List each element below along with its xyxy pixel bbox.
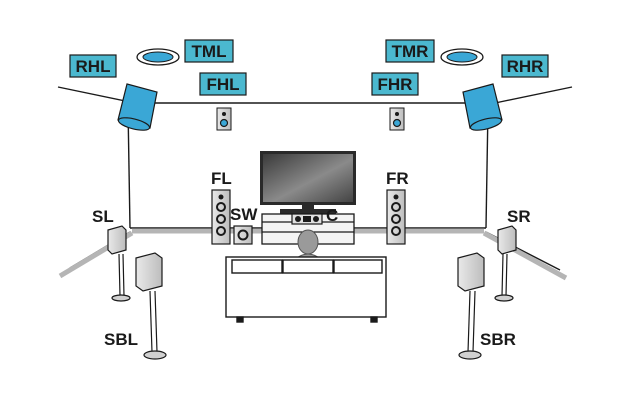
svg-text:RHR: RHR xyxy=(507,57,544,76)
label-tml: TML xyxy=(184,39,234,63)
svg-text:TMR: TMR xyxy=(392,42,429,61)
top-middle-right-speaker xyxy=(440,48,484,66)
tv xyxy=(260,151,356,214)
label-fl: FL xyxy=(211,169,232,188)
rear-height-left-speaker xyxy=(117,83,158,131)
label-tmr: TMR xyxy=(385,39,435,63)
front-height-right-speaker xyxy=(389,107,405,131)
label-c: C xyxy=(326,206,338,225)
sofa xyxy=(225,256,387,323)
label-sl: SL xyxy=(92,207,114,226)
front-height-left-speaker xyxy=(216,107,232,131)
label-sbl: SBL xyxy=(104,330,138,349)
label-sw: SW xyxy=(230,205,258,224)
subwoofer xyxy=(233,225,253,245)
label-rhl: RHL xyxy=(69,54,117,78)
svg-text:FHL: FHL xyxy=(206,75,239,94)
svg-text:FHR: FHR xyxy=(378,75,413,94)
front-left-speaker xyxy=(211,189,231,245)
surround-left-speaker xyxy=(107,225,131,302)
label-rhr: RHR xyxy=(501,54,549,78)
svg-text:TML: TML xyxy=(192,42,227,61)
center-speaker xyxy=(291,213,323,225)
label-sr: SR xyxy=(507,207,531,226)
surround-back-right-speaker xyxy=(457,252,485,360)
front-right-speaker xyxy=(386,189,406,245)
surround-back-left-speaker xyxy=(135,252,167,360)
svg-text:RHL: RHL xyxy=(76,57,111,76)
label-fhl: FHL xyxy=(199,72,247,96)
label-fr: FR xyxy=(386,169,409,188)
label-fhr: FHR xyxy=(371,72,419,96)
surround-right-speaker xyxy=(494,225,517,302)
top-middle-left-speaker xyxy=(136,48,180,66)
rear-height-right-speaker xyxy=(462,83,503,131)
label-sbr: SBR xyxy=(480,330,516,349)
